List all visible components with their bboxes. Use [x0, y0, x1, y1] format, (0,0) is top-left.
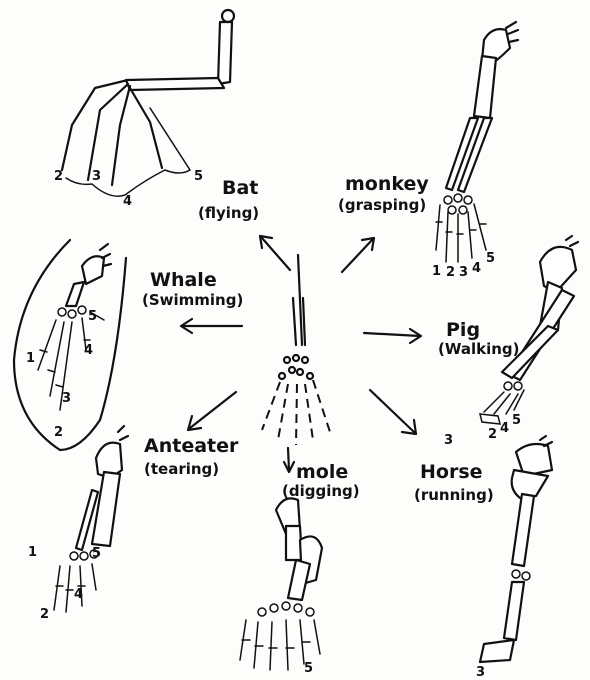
monkey-digit-labels: 1 2 3 4 5	[432, 251, 495, 280]
whale-digit-labels: 5 4 1 3 2	[26, 309, 97, 440]
arrow-to-mole	[284, 448, 294, 472]
svg-text:2: 2	[488, 427, 497, 442]
bat-digit-2: 2	[54, 169, 63, 184]
svg-text:5: 5	[512, 413, 521, 428]
whale-flipper-figure: 5 4 1 3 2 Whale (Swimming)	[14, 240, 243, 450]
svg-text:5: 5	[486, 251, 495, 266]
svg-text:2: 2	[40, 607, 49, 622]
mole-label: mole	[296, 461, 348, 483]
whale-label: Whale	[150, 269, 217, 291]
bat-function-label: (flying)	[198, 204, 259, 222]
svg-text:3: 3	[62, 391, 71, 406]
svg-text:4: 4	[500, 421, 509, 436]
svg-text:2: 2	[446, 265, 455, 280]
bat-digit-5: 5	[194, 169, 203, 184]
arrow-to-horse	[370, 390, 416, 434]
monkey-arm-figure: 1 2 3 4 5 monkey (grasping)	[338, 22, 518, 280]
anteater-function-label: (tearing)	[144, 460, 219, 478]
anteater-label: Anteater	[144, 435, 239, 457]
whale-function-label: (Swimming)	[142, 291, 243, 309]
svg-text:3: 3	[444, 433, 453, 448]
mole-forelimb-figure: 5 mole (digging)	[240, 461, 360, 676]
svg-text:3: 3	[459, 265, 468, 280]
svg-text:4: 4	[472, 261, 481, 276]
pig-function-label: (Walking)	[438, 340, 520, 358]
ancestral-digits	[262, 380, 330, 445]
pig-digit-labels: 3 2 4 5	[444, 413, 521, 448]
arrow-to-monkey	[342, 238, 374, 272]
pig-label: Pig	[446, 319, 480, 341]
arrow-to-bat	[260, 236, 290, 270]
bat-digit-labels: 2 3 4 5	[54, 169, 203, 209]
svg-text:4: 4	[74, 587, 83, 602]
bat-digit-4: 4	[123, 194, 132, 209]
ancestral-ulna	[303, 298, 305, 345]
horse-function-label: (running)	[414, 486, 494, 504]
horse-leg-figure: 3 Horse (running)	[414, 436, 552, 680]
horse-digit-3: 3	[476, 665, 485, 680]
svg-text:1: 1	[432, 264, 441, 279]
svg-text:5: 5	[92, 546, 101, 561]
ancestral-limb	[262, 255, 330, 445]
horse-label: Horse	[420, 461, 483, 483]
ancestral-carpals	[279, 355, 313, 379]
svg-text:5: 5	[88, 309, 97, 324]
ancestral-radius	[293, 298, 296, 345]
svg-text:1: 1	[28, 545, 37, 560]
arrow-to-anteater	[188, 392, 236, 430]
svg-text:1: 1	[26, 351, 35, 366]
bat-label: Bat	[222, 177, 258, 199]
svg-text:4: 4	[84, 343, 93, 358]
ancestral-humerus	[298, 255, 302, 345]
mole-digit-5: 5	[304, 661, 313, 676]
monkey-label: monkey	[345, 173, 429, 195]
bat-digit-3: 3	[92, 169, 101, 184]
anteater-arm-figure: 1 5 2 4 Anteater (tearing)	[28, 426, 239, 622]
arrow-to-pig	[364, 329, 421, 343]
monkey-function-label: (grasping)	[338, 196, 426, 214]
mole-function-label: (digging)	[282, 482, 360, 500]
bat-wing-figure: 2 3 4 5 Bat (flying)	[54, 10, 259, 222]
svg-text:2: 2	[54, 425, 63, 440]
arrow-to-whale	[181, 319, 242, 333]
